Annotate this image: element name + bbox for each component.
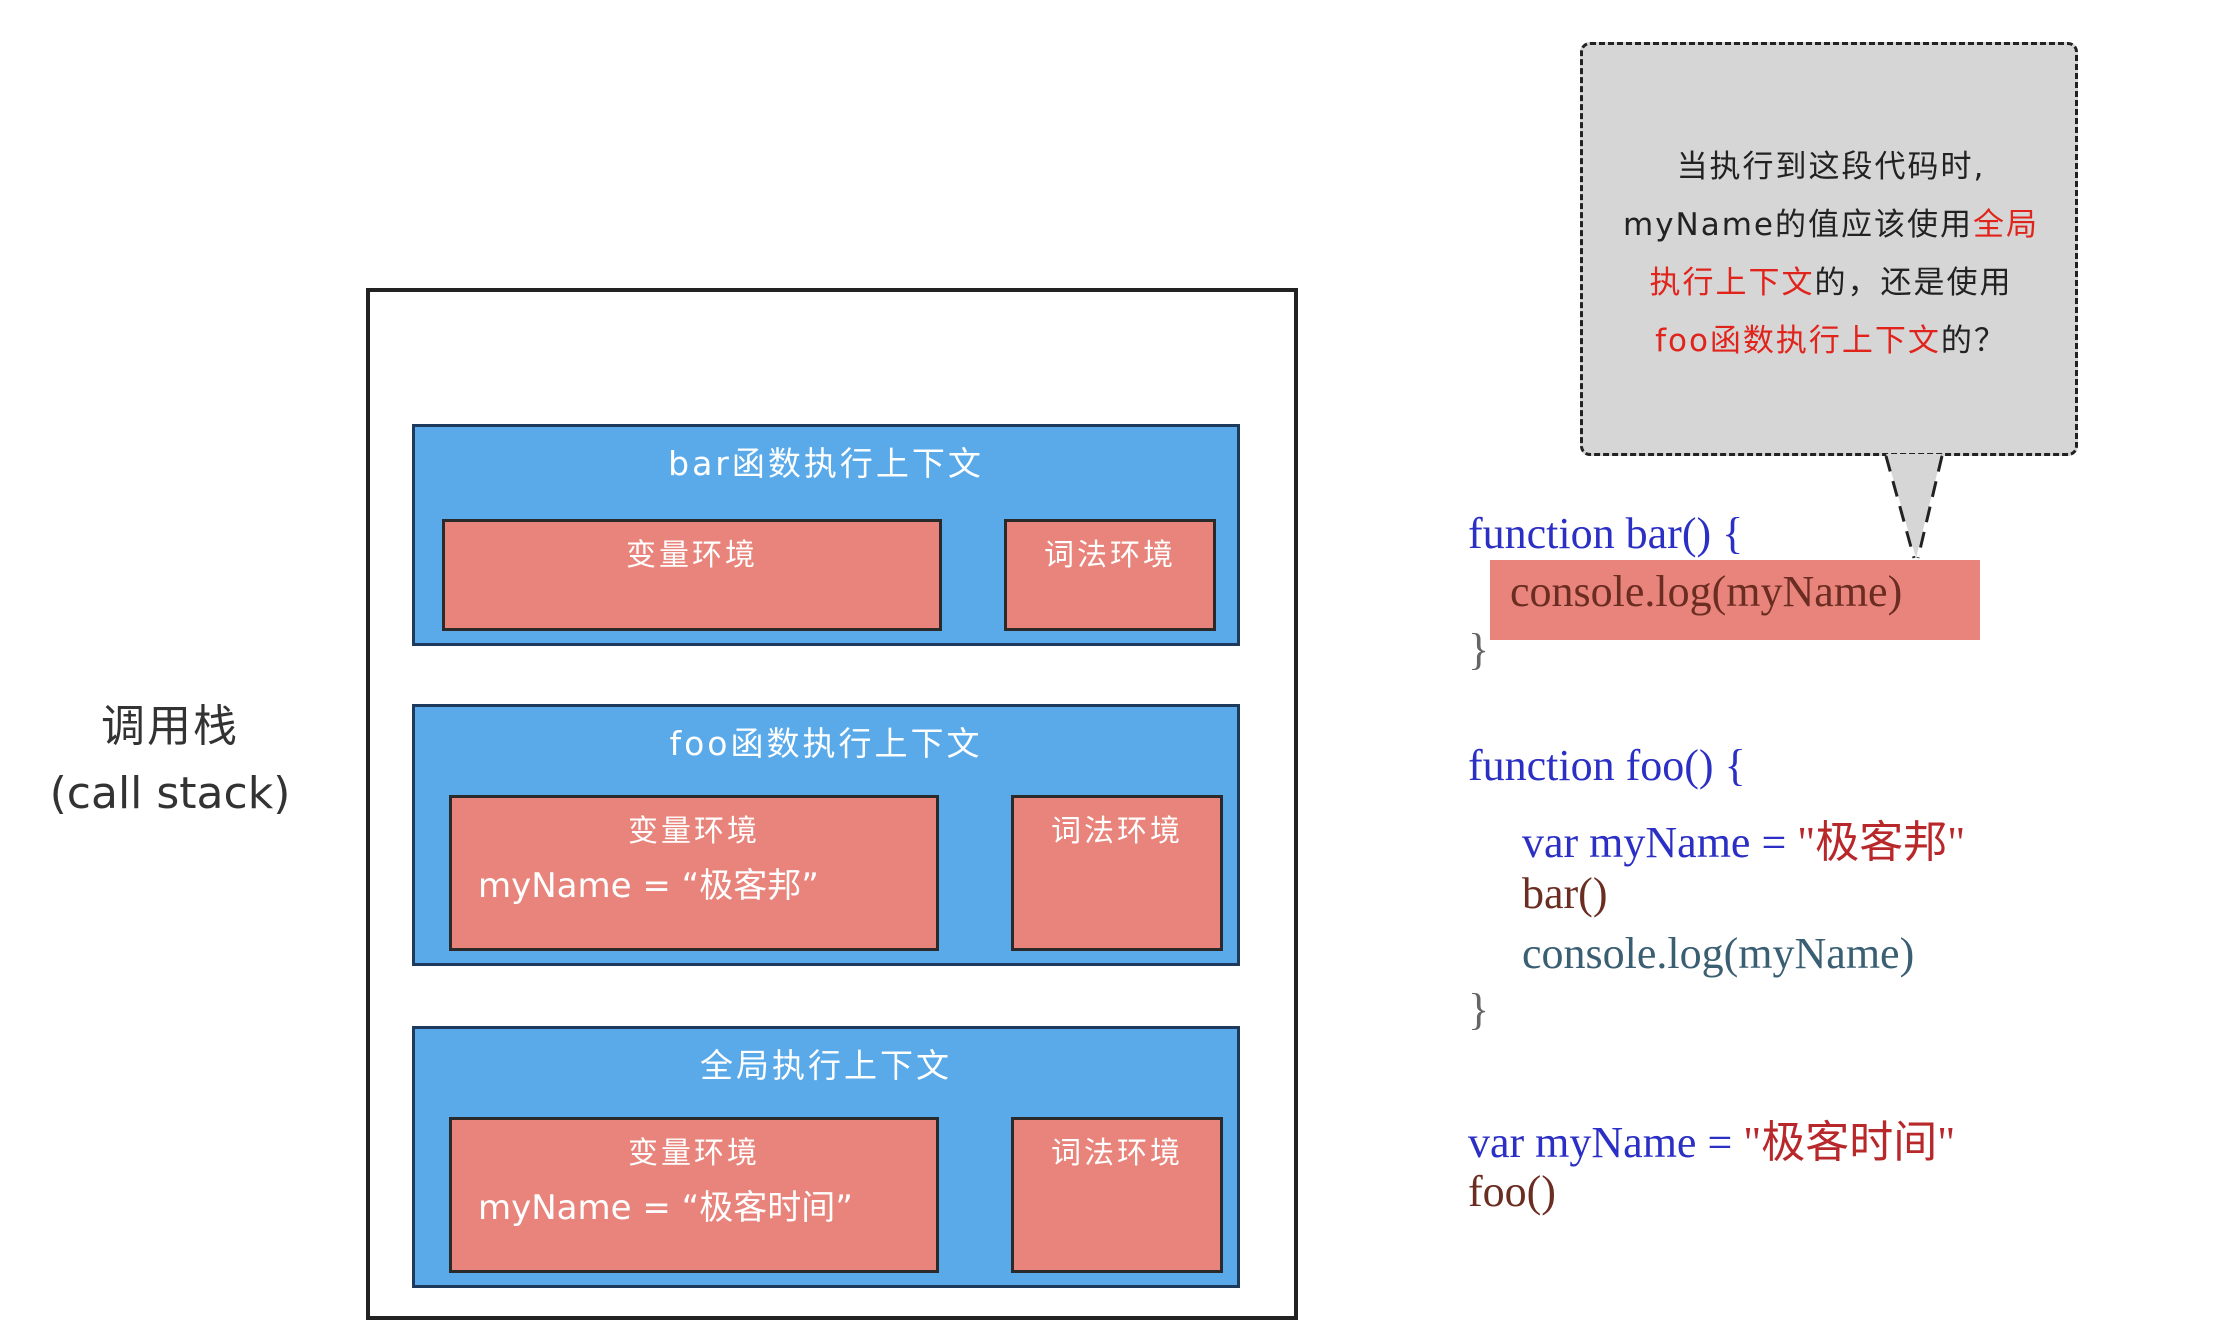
callout-pointer (1884, 454, 1944, 559)
code-bar-close: } (1468, 625, 1490, 674)
callout-bubble (1580, 42, 2078, 456)
callout-line-3: 执行上下文的，还是使用 (1586, 254, 2076, 312)
global-context-title: 全局执行上下文 (700, 1046, 952, 1085)
foo-variable-env: 变量环境 myName = “极客邦” (449, 795, 939, 951)
global-variable-env-title: 变量环境 (628, 1136, 760, 1171)
code-foo-log: console.log(myName) (1522, 929, 1915, 978)
code-foo-declaration: function foo() { (1468, 741, 1746, 790)
callout-line-4-a: foo函数执行上下文 (1655, 323, 1941, 359)
global-lexical-env-title: 词法环境 (1051, 1136, 1183, 1171)
foo-lexical-env-title: 词法环境 (1051, 814, 1183, 849)
code-foo-close: } (1468, 985, 1490, 1034)
call-stack-label-cn: 调用栈 (101, 701, 239, 752)
bar-lexical-env: 词法环境 (1004, 519, 1216, 631)
code-foo-var-kw: var myName = (1522, 818, 1798, 867)
global-execution-context: 全局执行上下文 变量环境 myName = “极客时间” 词法环境 (412, 1026, 1240, 1288)
foo-context-title: foo函数执行上下文 (669, 724, 983, 763)
callout-text: 当执行到这段代码时, myName的值应该使用全局 执行上下文的，还是使用 fo… (1586, 138, 2076, 370)
callout-line-4: foo函数执行上下文的？ (1586, 312, 2076, 370)
global-variable-myname: myName = “极客时间” (478, 1188, 853, 1228)
callout-line-4-b: 的？ (1940, 323, 2007, 359)
bar-execution-context: bar函数执行上下文 变量环境 词法环境 (412, 424, 1240, 646)
callout-line-3-a: 执行上下文 (1649, 265, 1815, 301)
code-bar-body: console.log(myName) (1510, 567, 1903, 616)
callout-line-2-a: myName的值应该使用 (1623, 207, 1973, 243)
code-bar-declaration: function bar() { (1468, 509, 1744, 558)
code-global-var-kw: var myName = (1468, 1118, 1744, 1167)
code-foo-var-val: "极客邦" (1797, 818, 1966, 867)
callout-line-3-b: 的，还是使用 (1814, 265, 2013, 301)
code-foo-call-bar: bar() (1522, 869, 1608, 918)
call-stack-label-en: (call stack) (49, 768, 291, 819)
bar-lexical-env-title: 词法环境 (1044, 538, 1176, 573)
call-stack-label: 调用栈 (call stack) (30, 690, 310, 819)
foo-execution-context: foo函数执行上下文 变量环境 myName = “极客邦” 词法环境 (412, 704, 1240, 966)
global-variable-env: 变量环境 myName = “极客时间” (449, 1117, 939, 1273)
bar-context-title: bar函数执行上下文 (668, 444, 984, 483)
global-lexical-env: 词法环境 (1011, 1117, 1223, 1273)
foo-variable-myname: myName = “极客邦” (478, 866, 819, 906)
code-foo-var: var myName = "极客邦" (1522, 806, 1965, 870)
code-global-call: foo() (1468, 1167, 1556, 1216)
bar-variable-env: 变量环境 (442, 519, 942, 631)
callout-line-2-b: 全局 (1973, 207, 2039, 243)
code-highlight (1490, 560, 1980, 640)
code-global-var: var myName = "极客时间" (1468, 1106, 1955, 1170)
bar-variable-env-title: 变量环境 (626, 538, 758, 573)
callout-line-1: 当执行到这段代码时, (1676, 149, 1986, 185)
callout-line-2: myName的值应该使用全局 (1586, 196, 2076, 254)
code-global-var-val: "极客时间" (1743, 1118, 1956, 1167)
foo-variable-env-title: 变量环境 (628, 814, 760, 849)
foo-lexical-env: 词法环境 (1011, 795, 1223, 951)
